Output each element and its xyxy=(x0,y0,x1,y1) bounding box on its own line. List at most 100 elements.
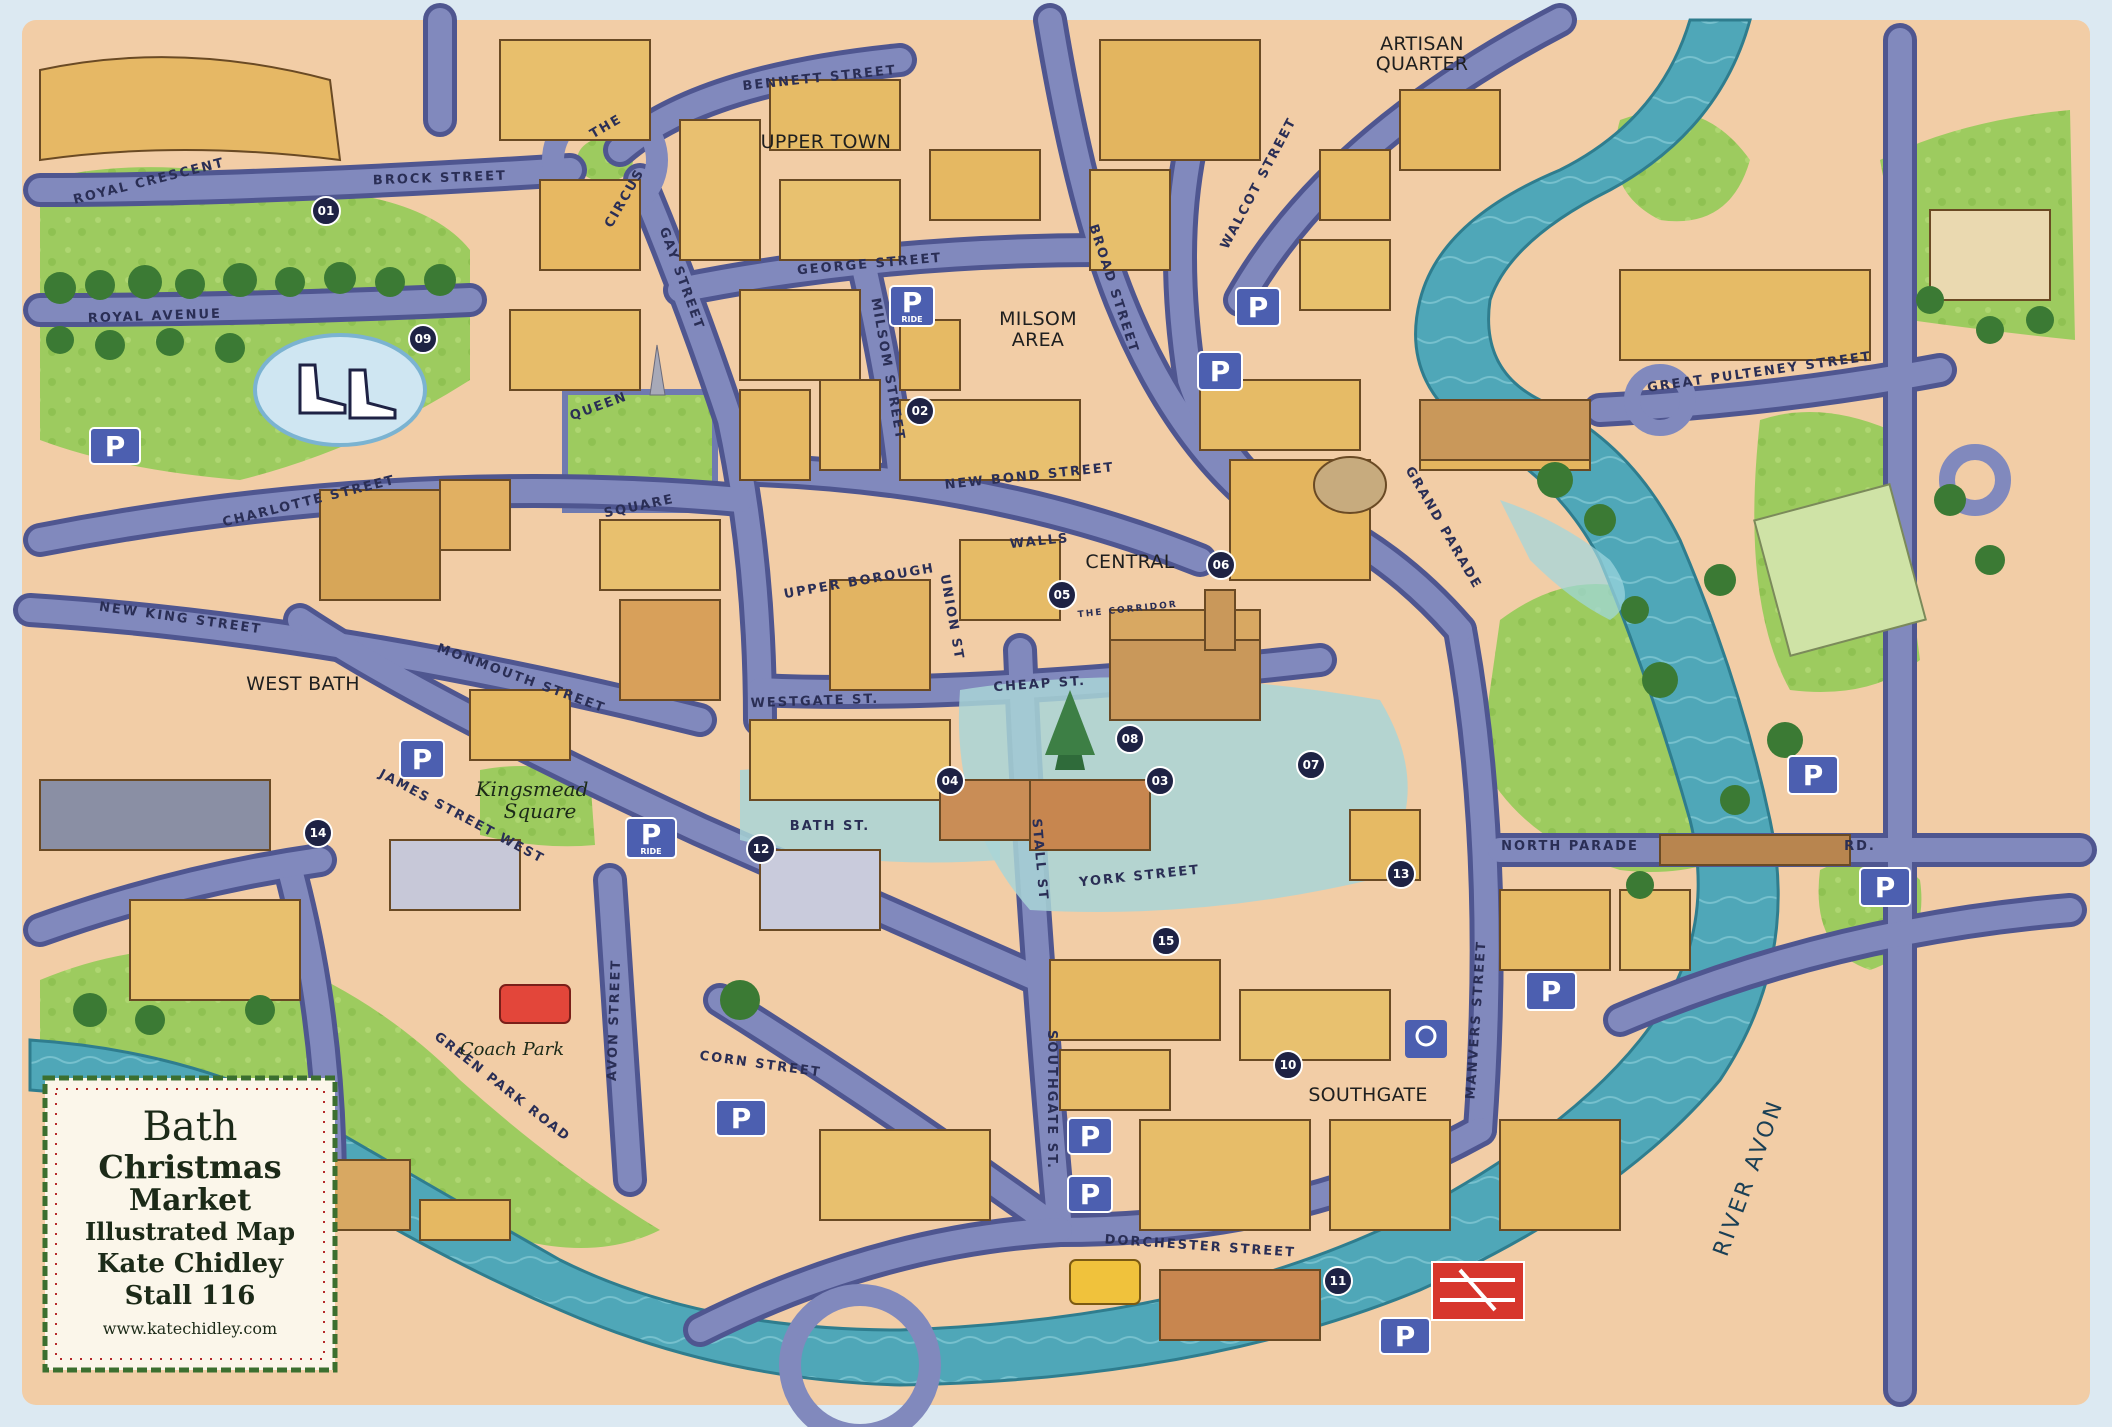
abbey-and-landmarks xyxy=(499,344,1927,1321)
road-network xyxy=(13,3,2097,1407)
street-cheap-st: CHEAP ST. xyxy=(993,674,1086,695)
svg-text:P: P xyxy=(1080,1120,1101,1153)
street-bath-st: BATH ST. xyxy=(790,819,870,834)
parking-sign: P xyxy=(1067,1117,1113,1155)
svg-text:07: 07 xyxy=(1303,758,1320,772)
marker-14[interactable]: 14 xyxy=(303,818,333,848)
place-kingsmead-square: Kingsmead xyxy=(475,777,589,801)
parking-sign: P xyxy=(715,1099,767,1137)
east-roundabout xyxy=(1939,444,2011,516)
district-upper-town: UPPER TOWN xyxy=(761,131,892,153)
title-line-stall: Stall 116 xyxy=(125,1281,256,1311)
district-artisan-quarter: ARTISAN xyxy=(1380,33,1464,55)
street-stall-st: STALL ST xyxy=(1028,818,1050,902)
parking-sign: P xyxy=(1787,755,1839,795)
parking-sign: P xyxy=(1525,971,1577,1011)
svg-text:15: 15 xyxy=(1158,934,1175,948)
marker-15[interactable]: 15 xyxy=(1151,926,1181,956)
place-kingsmead-square-line2: Square xyxy=(504,799,577,823)
green-park-grass xyxy=(40,948,660,1248)
street-westgate-st: WESTGATE ST. xyxy=(750,692,879,711)
title-line-bath: Bath xyxy=(142,1104,237,1150)
marker-02[interactable]: 02 xyxy=(905,396,935,426)
svg-text:P: P xyxy=(1803,759,1824,792)
svg-text:P: P xyxy=(641,818,662,851)
svg-text:05: 05 xyxy=(1054,588,1071,602)
title-line-christmas: Christmas xyxy=(98,1148,281,1186)
district-central: CENTRAL xyxy=(1085,551,1174,573)
marker-12[interactable]: 12 xyxy=(746,834,776,864)
svg-text:04: 04 xyxy=(942,774,959,788)
district-milsom-area: MILSOM xyxy=(999,308,1077,330)
svg-text:RIDE: RIDE xyxy=(901,315,922,324)
svg-text:10: 10 xyxy=(1280,1058,1297,1072)
street-brock-street: BROCK STREET xyxy=(373,169,507,189)
svg-text:13: 13 xyxy=(1393,867,1410,881)
district-west-bath: WEST BATH xyxy=(246,673,360,695)
title-line-artist: Kate Chidley xyxy=(97,1249,284,1279)
marker-06[interactable]: 06 xyxy=(1206,550,1236,580)
title-card: Bath Christmas Market Illustrated Map Ka… xyxy=(42,1075,338,1373)
svg-text:P: P xyxy=(1875,871,1896,904)
svg-text:P: P xyxy=(1541,975,1562,1008)
district-artisan-quarter-line2: QUARTER xyxy=(1376,53,1469,75)
svg-text:P: P xyxy=(902,286,923,319)
street-rd: RD. xyxy=(1844,839,1876,854)
svg-text:06: 06 xyxy=(1213,558,1230,572)
svg-text:P: P xyxy=(1210,355,1231,388)
place-coach-park: Coach Park xyxy=(460,1039,564,1060)
title-line-website: www.katechidley.com xyxy=(103,1319,277,1338)
svg-text:11: 11 xyxy=(1330,1274,1347,1288)
parking-sign: P xyxy=(89,427,141,465)
south-roundabout xyxy=(779,1284,941,1427)
parking-sign: P xyxy=(1235,287,1281,327)
svg-text:09: 09 xyxy=(415,332,432,346)
marker-10[interactable]: 10 xyxy=(1273,1050,1303,1080)
marker-01[interactable]: 01 xyxy=(311,196,341,226)
svg-text:RIDE: RIDE xyxy=(640,847,661,856)
svg-text:01: 01 xyxy=(318,204,335,218)
title-line-market: Market xyxy=(129,1183,251,1218)
stall-markers: 01 02 03 04 05 06 07 08 09 10 11 12 13 1… xyxy=(303,196,1416,1296)
marker-13[interactable]: 13 xyxy=(1386,859,1416,889)
street-avon-street: AVON STREET xyxy=(605,958,624,1081)
marker-04[interactable]: 04 xyxy=(935,766,965,796)
street-walls: WALLS xyxy=(1009,531,1070,552)
marker-11[interactable]: 11 xyxy=(1323,1266,1353,1296)
marker-03[interactable]: 03 xyxy=(1145,766,1175,796)
district-southgate: SOUTHGATE xyxy=(1308,1084,1427,1106)
parking-sign: P xyxy=(1197,351,1243,391)
kingsmead-square-green xyxy=(480,766,595,847)
marker-07[interactable]: 07 xyxy=(1296,750,1326,780)
ice-rink xyxy=(253,333,427,447)
parking-sign: P xyxy=(1859,867,1911,907)
parking-sign: P xyxy=(399,739,445,779)
ice-skates-icon xyxy=(298,363,397,420)
tree-line xyxy=(44,262,2054,1035)
pulteney-roundabout xyxy=(1624,364,1696,436)
marker-09[interactable]: 09 xyxy=(408,324,438,354)
pulteney-weir xyxy=(1500,500,1625,620)
buildings xyxy=(39,39,2051,1341)
parking-sign: P xyxy=(1379,1317,1431,1355)
svg-text:14: 14 xyxy=(310,826,327,840)
street-north-parade: NORTH PARADE xyxy=(1501,839,1639,854)
svg-text:P: P xyxy=(1080,1178,1101,1211)
marker-05[interactable]: 05 xyxy=(1047,580,1077,610)
svg-text:P: P xyxy=(105,430,126,463)
svg-text:P: P xyxy=(412,743,433,776)
svg-text:02: 02 xyxy=(912,404,929,418)
marker-08[interactable]: 08 xyxy=(1115,724,1145,754)
svg-text:08: 08 xyxy=(1122,732,1139,746)
svg-text:03: 03 xyxy=(1152,774,1169,788)
svg-text:P: P xyxy=(731,1102,752,1135)
title-line-illustrated-map: Illustrated Map xyxy=(85,1217,295,1246)
street-southgate-st: SOUTHGATE ST. xyxy=(1044,1030,1059,1170)
svg-text:12: 12 xyxy=(753,842,770,856)
svg-text:P: P xyxy=(1395,1320,1416,1353)
